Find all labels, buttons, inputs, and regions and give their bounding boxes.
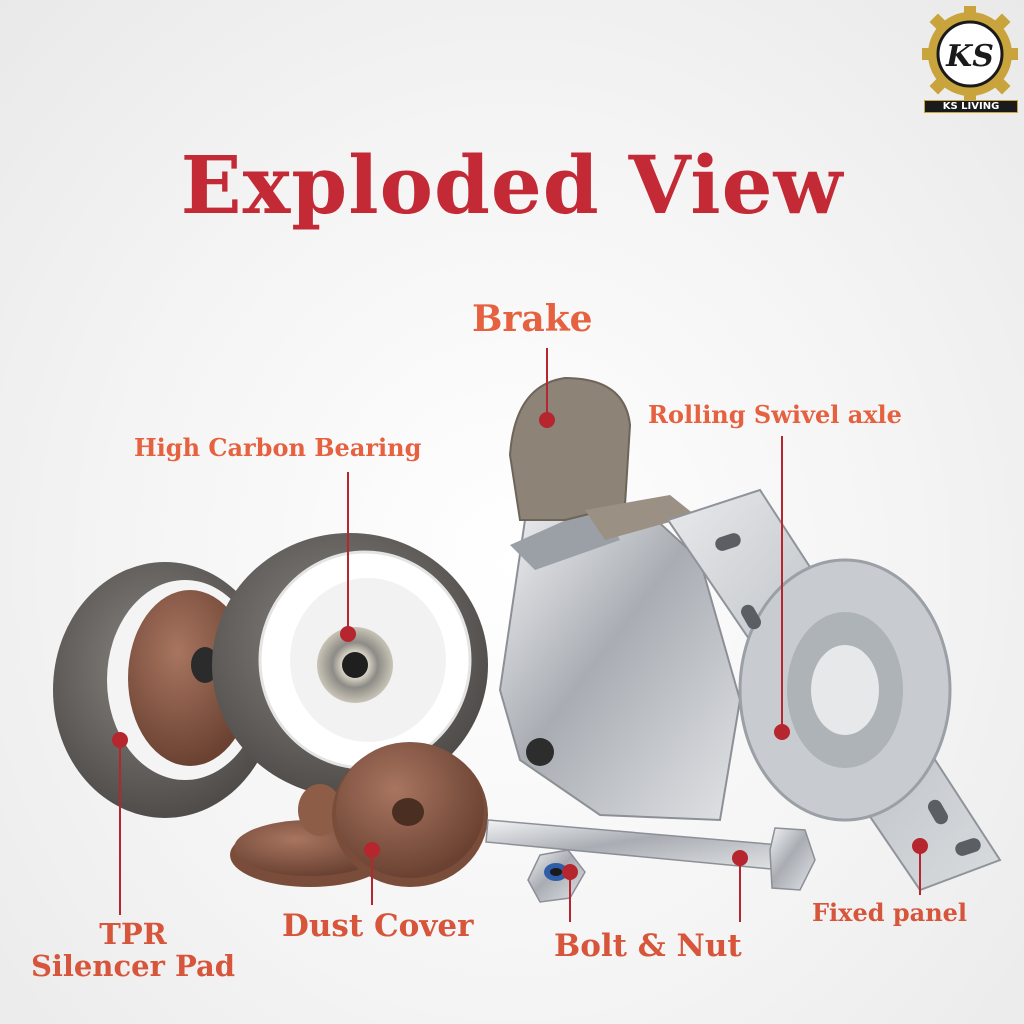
label-fixed-panel: Fixed panel: [812, 898, 968, 927]
logo-wordmark: KS LIVING: [924, 100, 1018, 113]
label-bolt-nut: Bolt & Nut: [554, 928, 742, 964]
label-tpr-line2: Silencer Pad: [30, 949, 236, 983]
fixed-panel: [666, 488, 1002, 892]
bearing-leader-dot: [340, 626, 356, 642]
tpr-leader-dot: [112, 732, 128, 748]
swivel-leader-dot: [774, 724, 790, 740]
brake-pedal: [508, 376, 695, 540]
nut-leader-dot: [562, 864, 578, 880]
label-dust-cover: Dust Cover: [282, 908, 474, 944]
leader-lines: [112, 348, 928, 922]
bolt-and-nut: [485, 819, 816, 903]
brand-logo: KS: [922, 6, 1018, 102]
label-tpr-line1: TPR: [99, 917, 167, 951]
label-brake: Brake: [472, 298, 593, 340]
brake-leader-dot: [539, 412, 555, 428]
label-tpr-silencer-pad: TPR Silencer Pad: [0, 918, 266, 982]
logo-monogram: KS: [945, 39, 994, 74]
fixed-leader-dot: [912, 838, 928, 854]
bolt-leader-dot: [732, 850, 748, 866]
label-swivel-axle: Rolling Swivel axle: [648, 400, 902, 429]
label-bearing: High Carbon Bearing: [134, 433, 422, 462]
dust-leader-dot: [364, 842, 380, 858]
page-title: Exploded View: [180, 138, 844, 232]
